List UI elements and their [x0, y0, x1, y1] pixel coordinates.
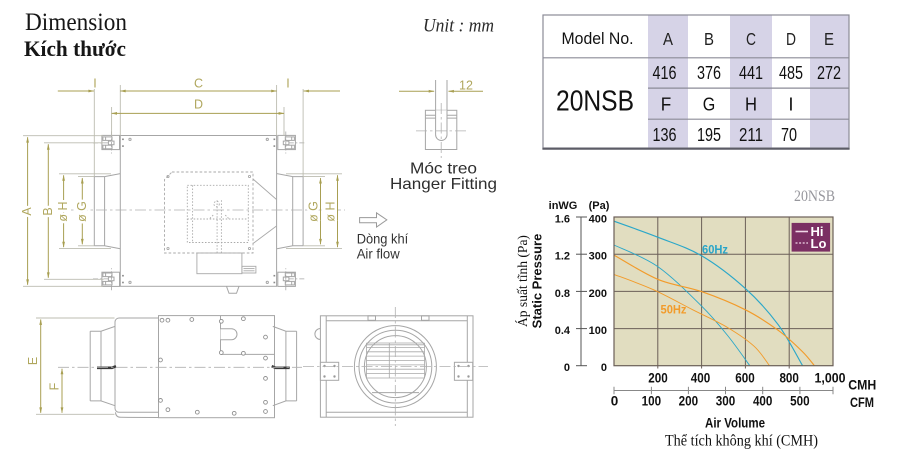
svg-text:F: F	[48, 382, 62, 390]
svg-text:B: B	[704, 29, 714, 49]
svg-text:100: 100	[642, 394, 662, 409]
svg-text:0.4: 0.4	[555, 325, 571, 337]
svg-text:211: 211	[739, 124, 763, 145]
svg-text:20NSB: 20NSB	[556, 86, 634, 118]
svg-text:Lo: Lo	[811, 236, 827, 251]
svg-text:0.8: 0.8	[555, 288, 570, 300]
svg-text:600: 600	[735, 371, 755, 386]
svg-text:441: 441	[739, 62, 763, 83]
svg-text:500: 500	[790, 394, 810, 409]
svg-text:E: E	[824, 29, 834, 49]
svg-text:272: 272	[817, 62, 841, 83]
svg-text:400: 400	[589, 214, 607, 226]
svg-text:(Pa): (Pa)	[589, 200, 610, 212]
svg-text:CMH: CMH	[848, 378, 876, 393]
svg-text:800: 800	[779, 371, 799, 386]
svg-text:Thể tích không khí (CMH): Thể tích không khí (CMH)	[665, 433, 818, 450]
svg-text:12: 12	[459, 79, 473, 93]
svg-text:50Hz: 50Hz	[661, 303, 687, 317]
svg-text:195: 195	[697, 124, 721, 145]
svg-text:200: 200	[589, 288, 607, 300]
svg-text:E: E	[26, 357, 40, 365]
svg-text:200: 200	[679, 394, 699, 409]
svg-text:F: F	[661, 93, 672, 114]
svg-text:I: I	[788, 93, 793, 114]
svg-text:200: 200	[648, 371, 668, 386]
svg-text:ø H: ø H	[56, 201, 70, 221]
svg-text:376: 376	[697, 62, 721, 83]
svg-text:400: 400	[691, 371, 711, 386]
svg-text:I: I	[93, 77, 96, 91]
svg-text:70: 70	[781, 124, 797, 145]
svg-text:ø G: ø G	[307, 201, 321, 222]
svg-text:Kích thước: Kích thước	[24, 36, 126, 61]
svg-text:B: B	[41, 207, 55, 215]
svg-text:60Hz: 60Hz	[702, 243, 728, 257]
svg-text:Static Pressure: Static Pressure	[530, 234, 545, 329]
svg-text:416: 416	[653, 62, 677, 83]
svg-text:1.2: 1.2	[555, 251, 570, 263]
svg-text:A: A	[20, 207, 34, 216]
svg-text:ø H: ø H	[324, 201, 338, 221]
svg-text:100: 100	[589, 325, 607, 337]
svg-text:G: G	[703, 93, 716, 114]
svg-text:0: 0	[611, 394, 619, 409]
svg-text:Áp suất tĩnh (Pa): Áp suất tĩnh (Pa)	[515, 235, 530, 327]
svg-text:Hi: Hi	[811, 224, 824, 239]
svg-text:Hanger Fitting: Hanger Fitting	[390, 176, 497, 193]
svg-text:Dimension: Dimension	[25, 9, 127, 36]
svg-text:136: 136	[653, 124, 677, 145]
svg-text:Model No.: Model No.	[562, 29, 634, 48]
svg-text:I: I	[286, 77, 289, 91]
svg-text:ø G: ø G	[75, 201, 89, 222]
svg-text:H: H	[745, 93, 757, 114]
svg-text:1.6: 1.6	[555, 214, 570, 226]
svg-text:485: 485	[779, 62, 803, 83]
svg-text:1,000: 1,000	[815, 371, 846, 386]
svg-text:0: 0	[601, 362, 607, 374]
svg-text:20NSB: 20NSB	[794, 188, 835, 205]
svg-text:300: 300	[716, 394, 736, 409]
svg-text:Unit : mm: Unit : mm	[423, 16, 494, 37]
svg-text:CFM: CFM	[850, 395, 874, 410]
svg-text:inWG: inWG	[549, 200, 578, 212]
svg-text:D: D	[786, 29, 796, 49]
svg-text:Dòng khí: Dòng khí	[357, 231, 409, 247]
svg-text:Air Volume: Air Volume	[705, 415, 765, 431]
svg-text:C: C	[746, 29, 756, 49]
svg-text:C: C	[194, 77, 203, 91]
svg-text:D: D	[194, 98, 203, 112]
svg-text:300: 300	[589, 251, 607, 263]
svg-text:Móc treo: Móc treo	[410, 161, 477, 178]
svg-text:Air flow: Air flow	[357, 246, 401, 262]
svg-text:400: 400	[753, 394, 773, 409]
svg-text:0: 0	[564, 362, 570, 374]
svg-text:A: A	[663, 29, 673, 49]
